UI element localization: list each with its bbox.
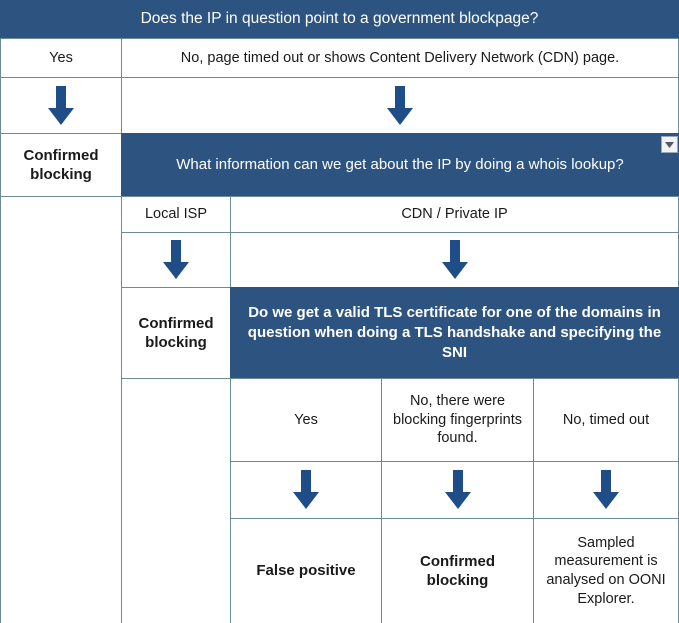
answer-cdn-private-ip-label: CDN / Private IP bbox=[401, 206, 508, 223]
down-arrow-icon bbox=[163, 240, 189, 279]
arrow-cell-tls-fingerprints bbox=[381, 461, 534, 519]
answer-local-isp: Local ISP bbox=[121, 196, 231, 233]
question-2-banner: What information can we get about the IP… bbox=[121, 133, 679, 197]
down-arrow-icon bbox=[387, 85, 413, 125]
question-1-text: Does the IP in question point to a gover… bbox=[140, 10, 539, 28]
answer-tls-yes-label: Yes bbox=[294, 411, 318, 428]
outcome-confirmed-blocking-3-label: Confirmed blocking bbox=[420, 552, 495, 589]
question-3-banner: Do we get a valid TLS certificate for on… bbox=[230, 287, 679, 379]
arrow-cell-yes-blockpage bbox=[0, 77, 122, 134]
outcome-false-positive-label: False positive bbox=[256, 562, 356, 580]
left-spacer-column bbox=[0, 196, 122, 623]
column-2-spacer bbox=[121, 378, 231, 623]
answer-tls-timeout-label: No, timed out bbox=[562, 411, 650, 428]
answer-tls-timeout: No, timed out bbox=[533, 378, 679, 462]
outcome-confirmed-blocking-3: Confirmed blocking bbox=[381, 518, 534, 623]
down-arrow-icon bbox=[441, 240, 468, 279]
outcome-sampled-measurement: Sampled measurement is analysed on OONI … bbox=[533, 518, 679, 623]
outcome-confirmed-blocking-1-label: Confirmed blocking bbox=[23, 146, 99, 183]
question-2-text: What information can we get about the IP… bbox=[176, 156, 624, 174]
outcome-confirmed-blocking-2-label: Confirmed blocking bbox=[138, 314, 214, 351]
question-1-banner: Does the IP in question point to a gover… bbox=[0, 0, 679, 39]
answer-local-isp-label: Local ISP bbox=[144, 206, 208, 223]
answer-tls-yes: Yes bbox=[230, 378, 382, 462]
down-arrow-icon bbox=[48, 85, 74, 125]
answer-no-blockpage-label: No, page timed out or shows Content Deli… bbox=[180, 49, 620, 66]
down-arrow-icon bbox=[593, 470, 619, 509]
outcome-sampled-measurement-label: Sampled measurement is analysed on OONI … bbox=[546, 534, 666, 607]
arrow-cell-cdn-private-ip bbox=[230, 232, 679, 288]
answer-no-blockpage: No, page timed out or shows Content Deli… bbox=[121, 38, 679, 78]
answer-yes-blockpage-label: Yes bbox=[49, 49, 73, 66]
answer-tls-fingerprints-label: No, there were blocking fingerprints fou… bbox=[393, 393, 522, 447]
down-arrow-icon bbox=[444, 470, 471, 509]
answer-yes-blockpage: Yes bbox=[0, 38, 122, 78]
arrow-cell-tls-yes bbox=[230, 461, 382, 519]
arrow-cell-no-blockpage bbox=[121, 77, 679, 134]
answer-cdn-private-ip: CDN / Private IP bbox=[230, 196, 679, 233]
outcome-confirmed-blocking-1: Confirmed blocking bbox=[0, 133, 122, 197]
answer-tls-fingerprints: No, there were blocking fingerprints fou… bbox=[381, 378, 534, 462]
outcome-false-positive: False positive bbox=[230, 518, 382, 623]
arrow-cell-tls-timeout bbox=[533, 461, 679, 519]
dropdown-triangle-icon[interactable] bbox=[661, 136, 678, 153]
arrow-cell-local-isp bbox=[121, 232, 231, 288]
question-3-text: Do we get a valid TLS certificate for on… bbox=[247, 303, 662, 362]
outcome-confirmed-blocking-2: Confirmed blocking bbox=[121, 287, 231, 379]
down-arrow-icon bbox=[293, 470, 319, 509]
chevron-down-icon bbox=[665, 141, 674, 148]
